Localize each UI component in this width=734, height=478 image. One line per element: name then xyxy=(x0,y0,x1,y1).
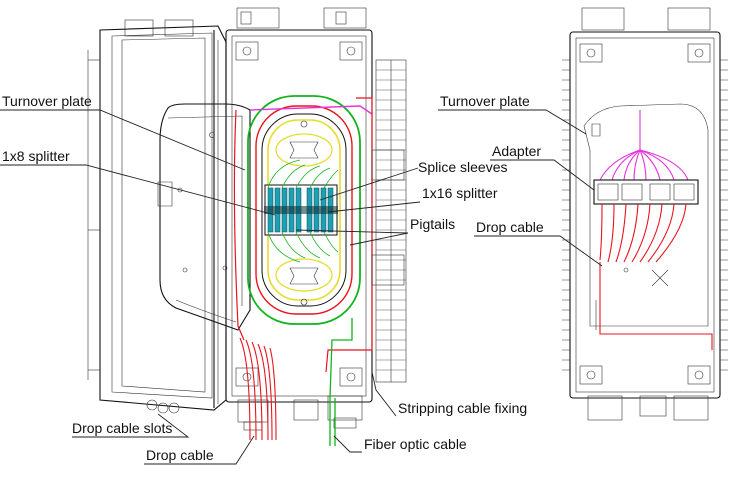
label-drop-cable-slots: Drop cable slots xyxy=(72,420,172,436)
label-adapter: Adapter xyxy=(492,143,541,159)
splice-sleeve-block xyxy=(264,184,338,236)
pigtail-fibers xyxy=(267,159,339,263)
label-1x16-splitter: 1x16 splitter xyxy=(422,185,498,201)
box-door xyxy=(87,19,227,411)
cable-strip xyxy=(371,59,407,383)
drop-cable-slots xyxy=(146,399,180,414)
adapter-fan xyxy=(599,110,689,181)
drop-fibers-right xyxy=(599,203,713,350)
label-turnover-plate-left: Turnover plate xyxy=(2,93,92,109)
labels: Turnover plate 1x8 splitter Splice sleev… xyxy=(2,93,544,463)
label-turnover-plate-right: Turnover plate xyxy=(440,93,530,109)
label-stripping-cable-fixing: Stripping cable fixing xyxy=(398,400,527,416)
label-drop-cable-bottom: Drop cable xyxy=(146,447,214,463)
label-1x8-splitter: 1x8 splitter xyxy=(2,148,70,164)
closed-box-right xyxy=(562,7,728,421)
drop-cable-bundle xyxy=(239,337,277,441)
label-splice-sleeves: Splice sleeves xyxy=(418,159,508,175)
label-drop-cable-right: Drop cable xyxy=(476,219,544,235)
label-fiber-optic-cable: Fiber optic cable xyxy=(364,436,467,452)
turnover-plate-left-shape xyxy=(157,103,251,331)
fiber-cable-bottom xyxy=(329,398,336,446)
label-pigtails: Pigtails xyxy=(410,216,455,232)
opened-box-left xyxy=(87,7,407,446)
adapter-panel xyxy=(593,179,699,205)
leader-lines xyxy=(0,109,603,465)
routed-fibers xyxy=(233,97,373,399)
